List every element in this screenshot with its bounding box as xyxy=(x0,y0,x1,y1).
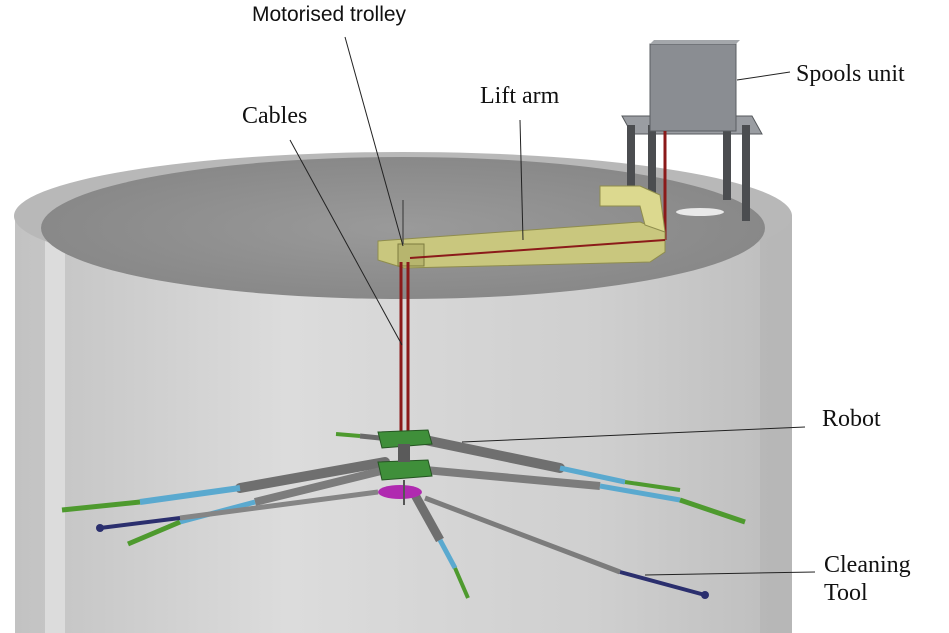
robot-arm-tube xyxy=(599,483,681,503)
robot-body xyxy=(377,429,433,505)
spools-leg xyxy=(742,125,750,221)
cleaning-tool-end xyxy=(96,524,104,532)
robot-arm-tip xyxy=(127,519,181,547)
robot-arm xyxy=(424,466,601,490)
label-motorised-trolley: Motorised trolley xyxy=(252,3,407,26)
robot-arm-tube xyxy=(139,485,241,505)
label-lift-arm: Lift arm xyxy=(480,83,560,109)
spools-leg xyxy=(723,125,731,200)
leader-spools-unit xyxy=(736,71,791,81)
tank xyxy=(14,152,792,633)
tank-inner-shadow-right xyxy=(760,215,792,633)
robot-arms xyxy=(61,432,746,599)
label-cleaning-tool-line1: Cleaning xyxy=(824,552,911,578)
leader-lift-arm xyxy=(519,119,524,241)
robot-arm-tube xyxy=(559,465,626,485)
lift-arm-upper xyxy=(599,185,666,233)
robot-arm xyxy=(179,489,379,521)
robot-arm xyxy=(411,492,444,543)
robot-arm xyxy=(424,495,621,575)
robot-arm xyxy=(254,466,386,506)
motorised-trolley-block xyxy=(397,243,425,267)
spools-box xyxy=(649,43,737,132)
tank-inner-shadow xyxy=(45,215,65,633)
robot-spine xyxy=(398,444,410,462)
robot-arm-tool xyxy=(99,516,181,530)
robot-arm-tube xyxy=(437,538,458,570)
cables xyxy=(399,262,410,432)
leader-cables xyxy=(289,139,403,346)
robot-arm-tip xyxy=(453,567,470,599)
robot-upper-hub xyxy=(377,429,433,449)
cleaning-head xyxy=(378,485,422,499)
label-cleaning-tool-line2: Tool xyxy=(824,579,868,606)
robot-arm xyxy=(359,433,381,441)
leader-cleaning-tool xyxy=(644,571,816,576)
spools-leg xyxy=(627,125,635,197)
robot-arm-tip xyxy=(335,432,361,438)
spools-shadow xyxy=(676,208,724,216)
label-cleaning-tool: Cleaning Tool xyxy=(824,552,911,607)
lift-arm xyxy=(377,185,666,269)
robot-arm-tip xyxy=(679,497,746,525)
leader-motorised-trolley xyxy=(344,36,404,247)
label-robot: Robot xyxy=(822,406,881,432)
spools-box-top xyxy=(650,40,740,44)
robot-lower-hub xyxy=(377,459,433,481)
label-spools-unit: Spools unit xyxy=(796,61,905,87)
lift-arm-cable xyxy=(409,239,666,259)
label-cables: Cables xyxy=(242,103,308,129)
robot-arm-tip xyxy=(624,480,681,492)
cleaning-tool-end xyxy=(701,591,709,599)
leader-lines xyxy=(289,36,816,576)
robot-arm-tip xyxy=(61,499,141,513)
leader-robot xyxy=(461,426,806,443)
robot-arm-tool xyxy=(619,570,706,597)
spools-unit xyxy=(621,40,763,240)
spools-leg xyxy=(648,125,656,213)
robot-arm xyxy=(235,457,390,493)
robot-arm xyxy=(420,435,565,473)
